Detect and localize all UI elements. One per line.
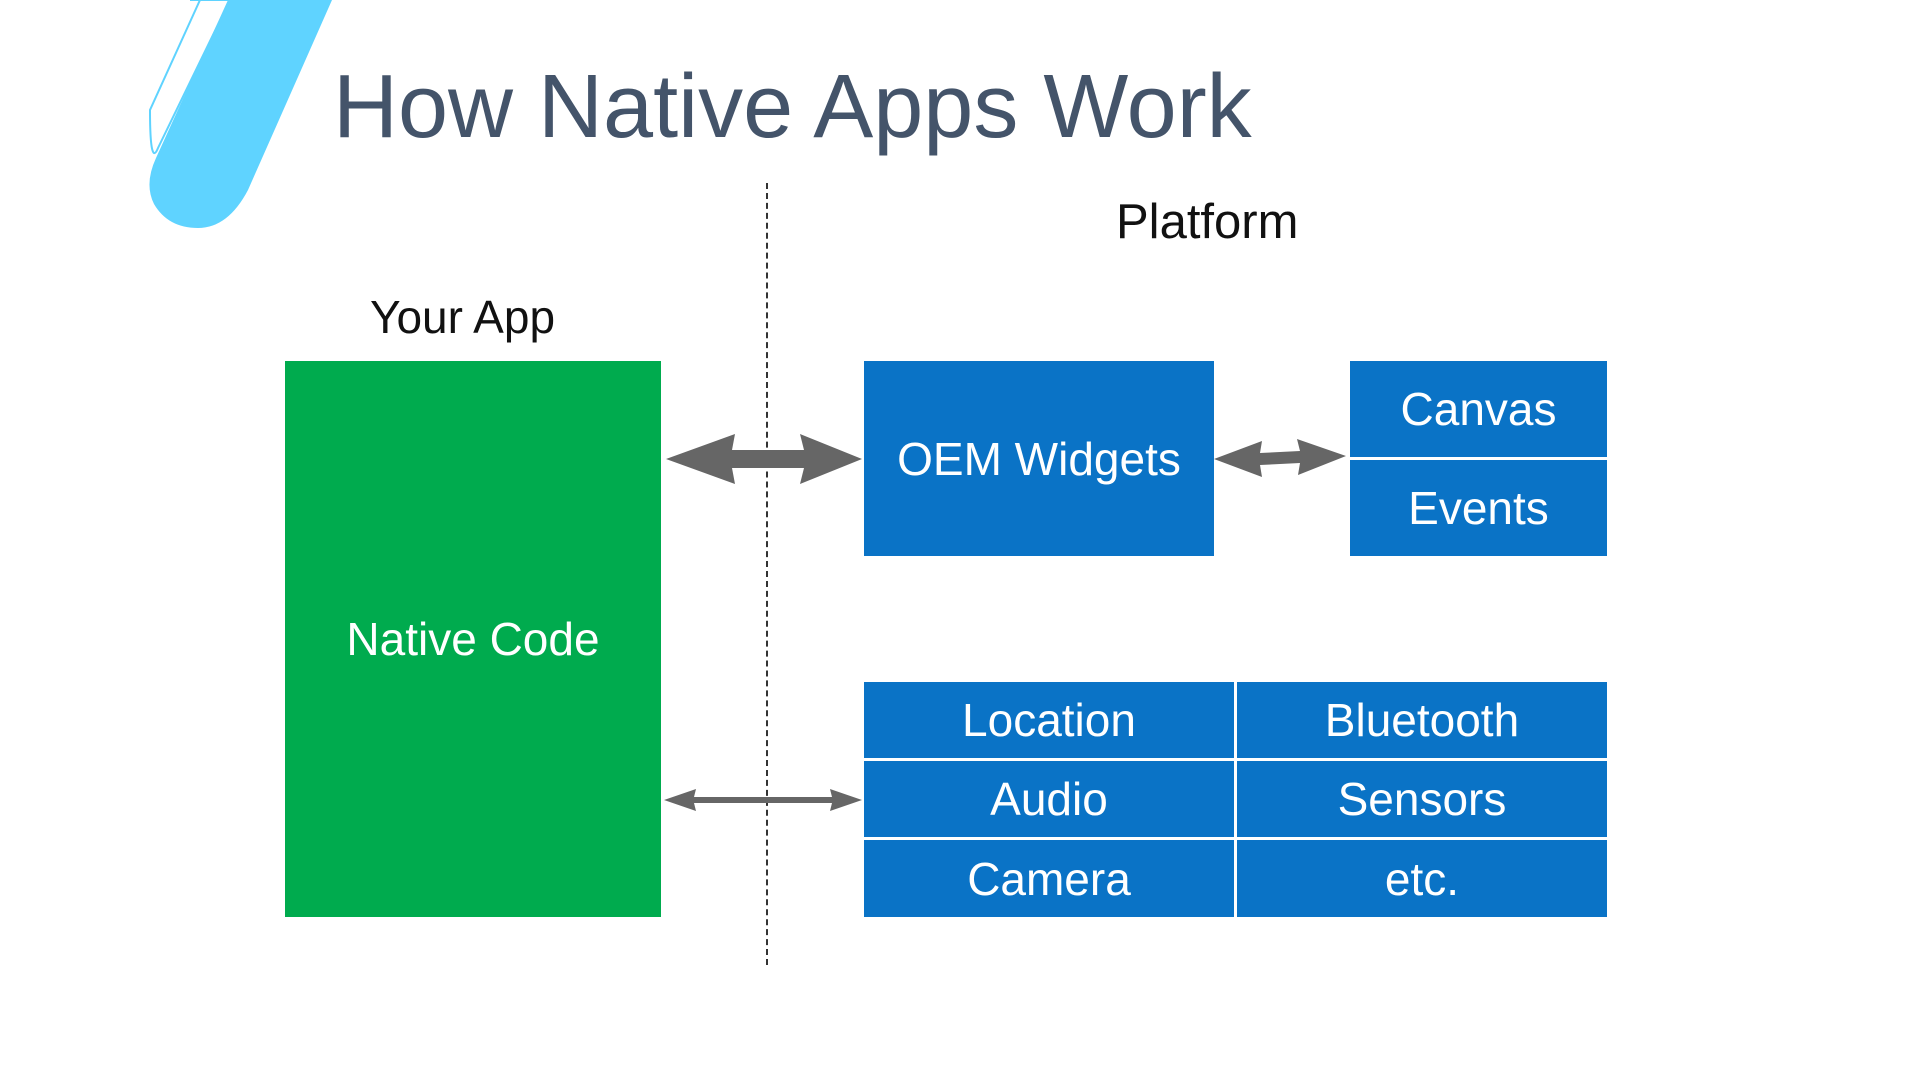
native-code-box: Native Code — [285, 361, 661, 917]
canvas-box: Canvas — [1350, 361, 1607, 457]
service-etc: etc. — [1237, 840, 1607, 917]
service-etc-label: etc. — [1384, 852, 1460, 905]
accent-outline — [148, 0, 232, 155]
events-label: Events — [1408, 482, 1549, 534]
service-sensors: Sensors — [1237, 761, 1607, 837]
decorative-accent-shape — [148, 0, 332, 228]
service-sensors-label: Sensors — [1337, 773, 1507, 825]
service-audio-label: Audio — [990, 773, 1108, 825]
native-code-label: Native Code — [346, 613, 600, 665]
arrow-native-to-services — [664, 789, 862, 811]
service-camera: Camera — [864, 840, 1234, 917]
arrow-native-to-oem — [666, 434, 862, 484]
service-location-label: Location — [962, 694, 1136, 746]
oem-widgets-box: OEM Widgets — [864, 361, 1214, 556]
app-platform-divider — [766, 183, 768, 965]
your-app-label: Your App — [370, 291, 556, 343]
events-box: Events — [1350, 460, 1607, 556]
service-bluetooth-label: Bluetooth — [1324, 694, 1520, 746]
page-title: How Native Apps Work — [333, 57, 1252, 157]
platform-label: Platform — [1116, 195, 1299, 249]
canvas-label: Canvas — [1400, 383, 1557, 435]
service-camera-label: Camera — [967, 852, 1131, 905]
service-audio: Audio — [864, 761, 1234, 837]
service-location: Location — [864, 682, 1234, 758]
oem-widgets-label: OEM Widgets — [897, 432, 1181, 485]
service-bluetooth: Bluetooth — [1237, 682, 1607, 758]
arrow-oem-to-canvas-events — [1214, 439, 1346, 477]
accent-pill — [149, 0, 332, 228]
